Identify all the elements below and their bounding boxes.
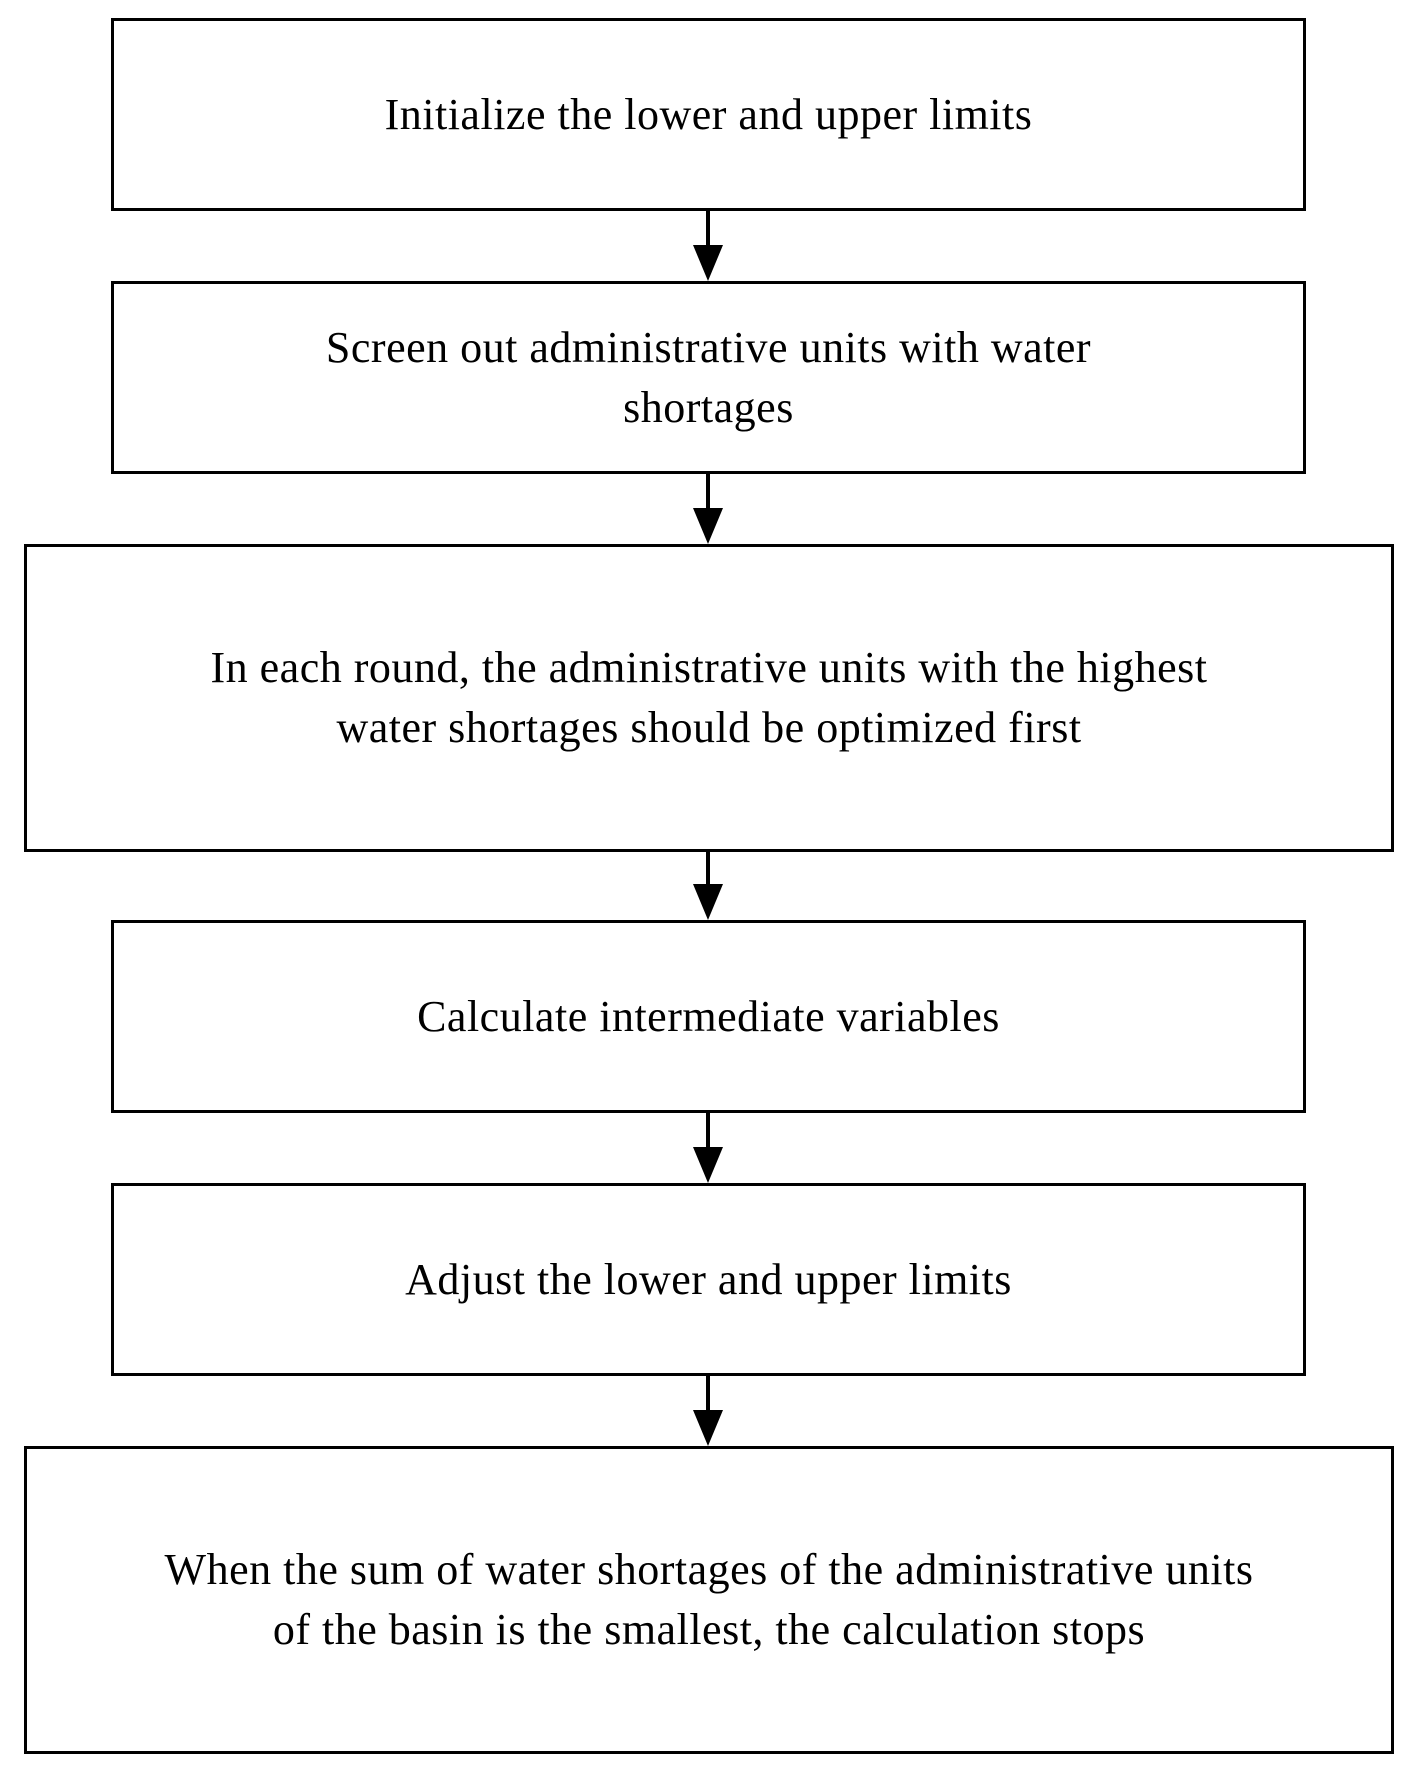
flow-step-label: When the sum of water shortages of the a…	[164, 1545, 1254, 1654]
flow-step-stop-condition: When the sum of water shortages of the a…	[24, 1446, 1394, 1754]
flow-step-initialize-limits: Initialize the lower and upper limits	[111, 18, 1306, 211]
flow-arrow-down	[690, 211, 726, 281]
flow-step-label: Screen out administrative units with wat…	[325, 322, 1092, 432]
flow-step-label: Initialize the lower and upper limits	[384, 89, 1033, 139]
flow-step-screen-units: Screen out administrative units with wat…	[111, 281, 1306, 474]
flow-arrow-down	[690, 852, 726, 920]
arrow-down-icon	[693, 474, 723, 544]
flow-arrow-down	[690, 1376, 726, 1446]
arrow-down-icon	[693, 211, 723, 281]
arrow-down-icon	[693, 852, 723, 920]
flow-arrow-down	[690, 474, 726, 544]
arrow-down-icon	[693, 1113, 723, 1183]
flow-step-label: Adjust the lower and upper limits	[405, 1254, 1012, 1304]
flow-step-optimize-highest-shortage: In each round, the administrative units …	[24, 544, 1394, 852]
flow-step-adjust-limits: Adjust the lower and upper limits	[111, 1183, 1306, 1376]
flow-step-calculate-variables: Calculate intermediate variables	[111, 920, 1306, 1113]
flow-arrow-down	[690, 1113, 726, 1183]
flow-step-label: In each round, the administrative units …	[210, 643, 1208, 752]
flow-step-label: Calculate intermediate variables	[417, 991, 1000, 1041]
arrow-down-icon	[693, 1376, 723, 1446]
